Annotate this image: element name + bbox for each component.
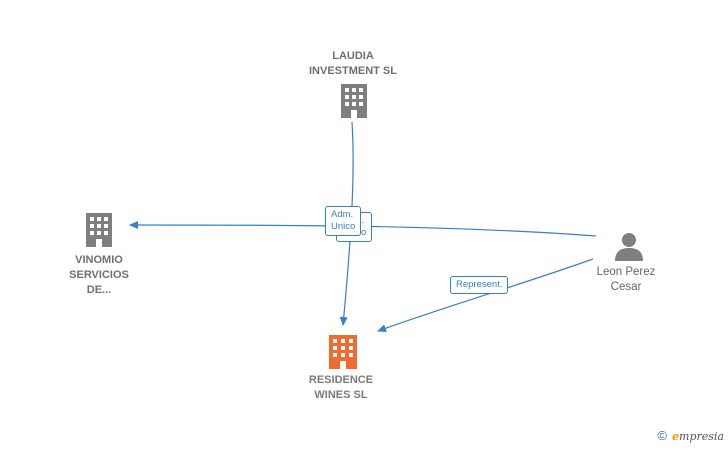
edge-leon-to-residence bbox=[377, 258, 594, 333]
node-label-leon[interactable]: Leon Perez Cesar bbox=[596, 266, 656, 293]
brand-logo: © empresia bbox=[657, 428, 724, 443]
brand-logo-text: mpresia bbox=[679, 430, 724, 443]
edge-laudia-to-residence bbox=[339, 121, 354, 326]
node-label-laudia[interactable]: LAUDIA INVESTMENT SL bbox=[308, 50, 397, 77]
edge-label-adm-unico: Adm. Unico bbox=[325, 206, 362, 236]
brand-logo-initial: e bbox=[672, 430, 680, 443]
node-label-residence[interactable]: RESIDENCE WINES SL bbox=[308, 374, 374, 401]
building-icon[interactable] bbox=[86, 213, 112, 247]
building-icon[interactable] bbox=[341, 84, 367, 118]
building-icon[interactable] bbox=[329, 335, 357, 369]
node-label-vinomio[interactable]: VINOMIO SERVICIOS DE... bbox=[69, 254, 129, 296]
person-icon[interactable] bbox=[615, 233, 643, 261]
copyright-icon: © bbox=[657, 428, 667, 443]
edge-label-represent: Represent. bbox=[450, 276, 509, 294]
